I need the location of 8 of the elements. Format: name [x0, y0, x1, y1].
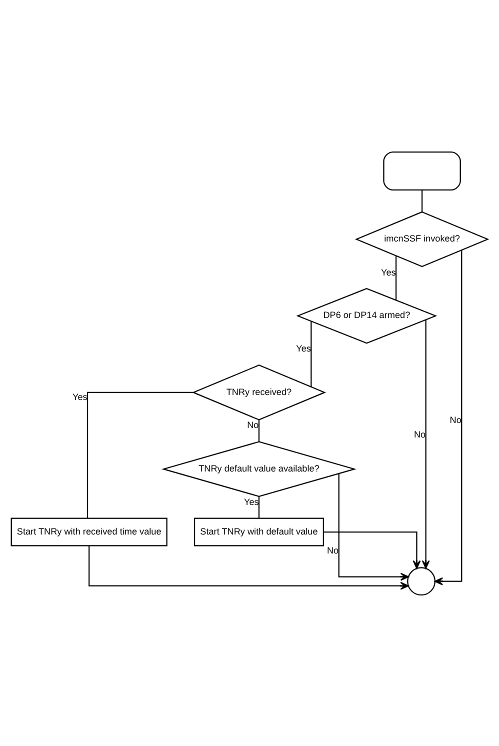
edge-label: No — [414, 429, 426, 440]
edge-label: Yes — [72, 391, 88, 402]
edge-label: Yes — [244, 496, 259, 506]
edge-label: No — [326, 545, 339, 556]
edge-label: No — [247, 420, 259, 430]
edge-label: Yes — [381, 266, 396, 277]
edge-label: No — [450, 414, 462, 424]
edge-label: Yes — [296, 343, 311, 354]
